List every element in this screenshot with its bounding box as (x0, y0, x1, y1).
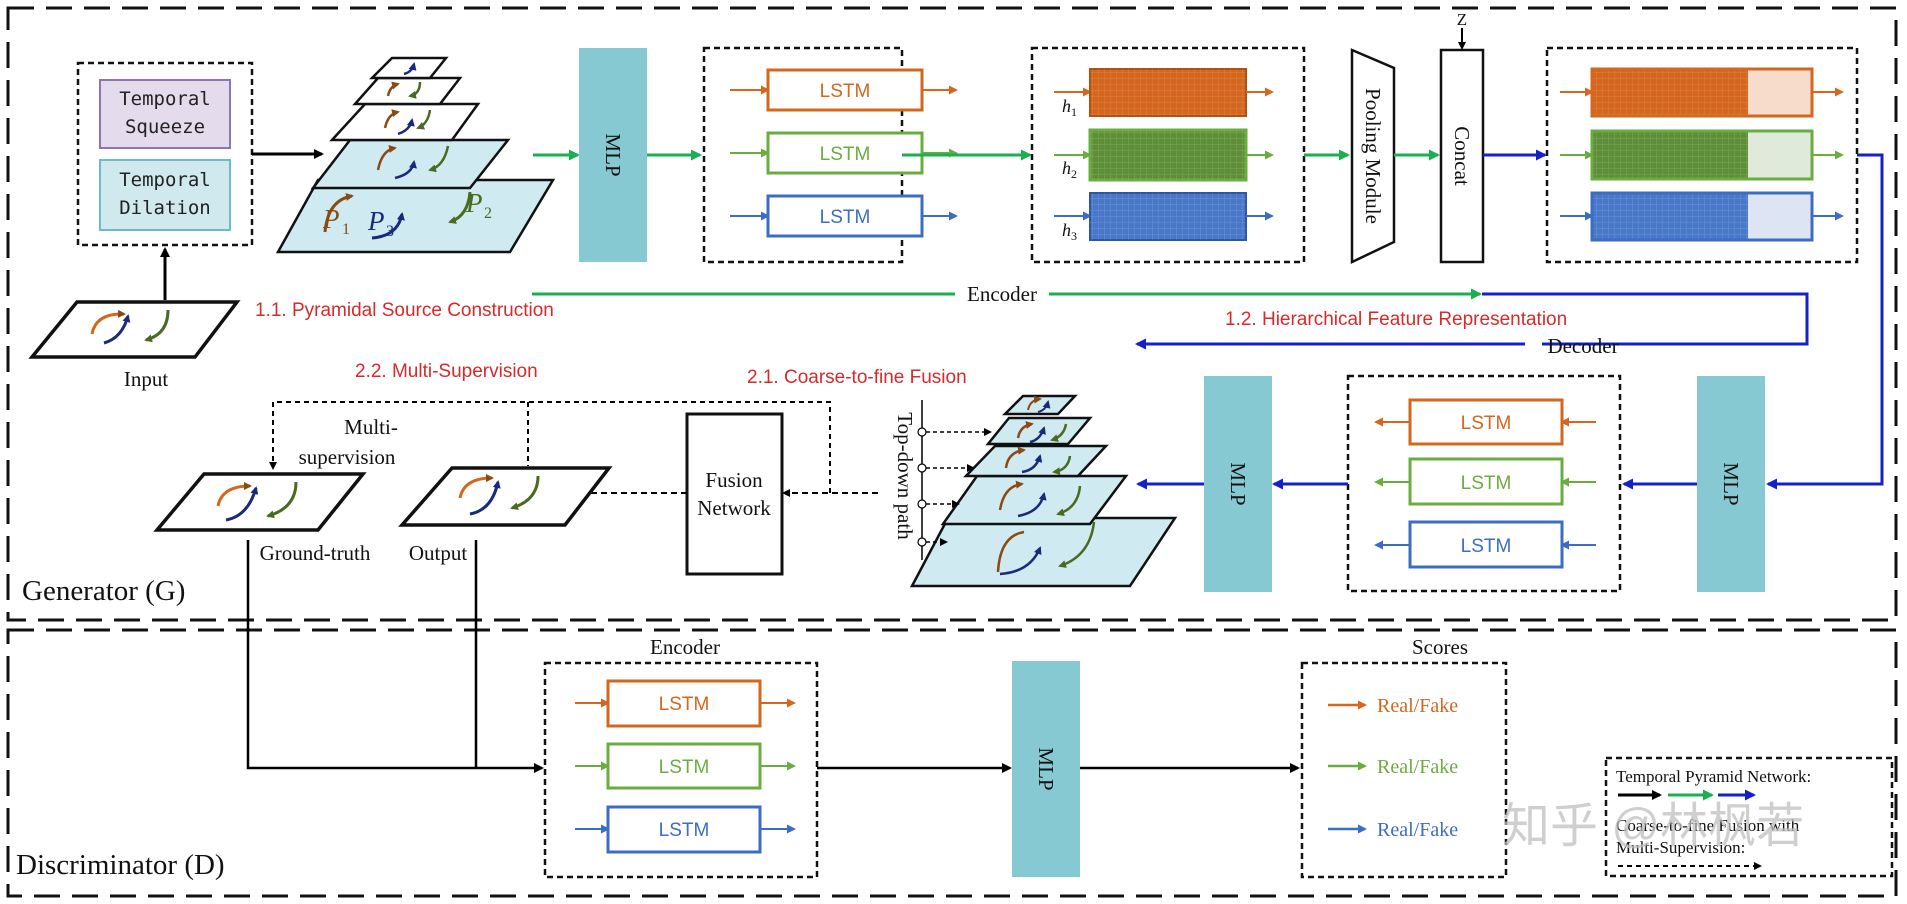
gt-trajectory-blue (225, 486, 259, 522)
discriminator-region (6, 628, 1898, 898)
disc-lstm-3-label: LSTM (659, 820, 710, 841)
generator-region (6, 6, 1898, 622)
temporal-squeeze-line1: Temporal (119, 88, 211, 110)
top-down-path (917, 400, 992, 560)
z-label: Z (1457, 10, 1467, 29)
scores-label: Scores (1412, 635, 1468, 659)
pyramid-source (275, 56, 556, 254)
p3-label: P (367, 206, 385, 236)
decoder-lstm-group (1346, 374, 1622, 593)
h2-sub: 2 (1071, 167, 1077, 181)
fusion-network-line2: Network (697, 496, 771, 520)
pooling-module-label: Pooling Module (1361, 88, 1385, 224)
multi-supervision-path (269, 401, 831, 493)
concat-box (1439, 48, 1485, 264)
encoder-lstm-1-label: LSTM (820, 81, 871, 102)
decoder-lstm-2-label: LSTM (1461, 473, 1512, 494)
fusion-network-box (685, 412, 784, 576)
pooling-module (1350, 48, 1396, 264)
encoder-mlp-label: MLP (601, 133, 625, 176)
decoder-lstm-rows (1374, 398, 1596, 569)
input-trajectory-orange (90, 309, 126, 335)
encoder-lstm-3-label: LSTM (820, 207, 871, 228)
section-2-2-label: 2.2. Multi-Supervision (355, 361, 538, 382)
temporal-dilation-box (99, 159, 231, 231)
scores-group (1300, 661, 1508, 879)
multi-supervision-line1: Multi- (344, 415, 398, 439)
top-down-path-label: Top-down path (893, 412, 917, 540)
decoder-mlp-left (1204, 376, 1272, 592)
concat-feature-group (1545, 46, 1859, 264)
legend-fusion2: Multi-Supervision: (1616, 838, 1745, 857)
input-trajectory-blue (103, 314, 131, 345)
gt-to-disc-path (246, 540, 544, 773)
input-trajectory-green (144, 309, 170, 343)
disc-lstm-rows (575, 679, 796, 854)
h1-sub: 1 (1071, 105, 1077, 119)
legend-tpn: Temporal Pyramid Network: (1616, 767, 1811, 786)
section-1-1-label: 1.1. Pyramidal Source Construction (255, 300, 554, 321)
p2-label: P (465, 188, 483, 218)
fusion-network-line1: Fusion (705, 468, 763, 492)
output-plane (398, 466, 613, 527)
score-3: Real/Fake (1377, 819, 1458, 841)
input-plane (28, 300, 241, 359)
concat-feature-bars (1560, 67, 1844, 242)
ground-truth-label: Ground-truth (260, 541, 371, 565)
hidden-state-group (1030, 46, 1306, 264)
disc-encoder-label: Encoder (650, 635, 720, 659)
encoder-label: Encoder (967, 282, 1037, 306)
temporal-dilation-line2: Dilation (119, 197, 211, 219)
encoder-mlp-box (579, 48, 647, 262)
output-pyramid (909, 394, 1178, 588)
output-label: Output (409, 541, 468, 565)
out-trajectory-orange (458, 474, 494, 499)
legend-box (1604, 756, 1894, 878)
multi-supervision-line2: supervision (299, 445, 396, 469)
section-2-1-label: 2.1. Coarse-to-fine Fusion (747, 367, 967, 388)
watermark: 知乎 @林枫若 (1502, 800, 1804, 853)
disc-lstm-2-label: LSTM (659, 757, 710, 778)
decoder-lstm-3-label: LSTM (1461, 536, 1512, 557)
encoder-lstm-2-label: LSTM (820, 144, 871, 165)
encoder-lstm-rows (730, 68, 958, 238)
decoder-mlp-left-label: MLP (1226, 462, 1250, 505)
gt-trajectory-orange (216, 482, 252, 507)
p3-sub: 3 (386, 223, 394, 240)
out-trajectory-blue (469, 480, 501, 516)
ground-truth-plane (153, 472, 367, 532)
disc-lstm-group (543, 661, 819, 879)
generator-label: Generator (G) (22, 575, 185, 607)
disc-mlp-box (1012, 661, 1080, 877)
score-2: Real/Fake (1377, 756, 1458, 778)
section-1-2-label: 1.2. Hierarchical Feature Representation (1225, 309, 1567, 330)
p1-label: P (322, 204, 340, 234)
temporal-squeeze-line2: Squeeze (125, 116, 205, 138)
hidden-state-bars (1054, 68, 1274, 241)
out-trajectory-green (510, 475, 540, 511)
h1-label: h (1062, 96, 1071, 116)
decoder-mlp-right (1697, 376, 1765, 592)
h2-label: h (1062, 158, 1071, 178)
disc-mlp-label: MLP (1034, 747, 1058, 790)
concat-to-decoder-path (1766, 153, 1884, 490)
legend-fusion: Coarse-to-fine Fusion with (1616, 816, 1800, 835)
decoder-lstm-1-label: LSTM (1461, 413, 1512, 434)
h3-sub: 3 (1071, 229, 1077, 243)
decoder-label: Decoder (1547, 334, 1618, 358)
disc-lstm-1-label: LSTM (659, 694, 710, 715)
discriminator-label: Discriminator (D) (16, 849, 225, 881)
decoder-path (1482, 292, 1809, 346)
concat-label: Concat (1450, 126, 1474, 186)
p2-sub: 2 (484, 205, 492, 222)
score-1: Real/Fake (1377, 695, 1458, 717)
decoder-mlp-right-label: MLP (1719, 462, 1743, 505)
temporal-dilation-line1: Temporal (119, 169, 211, 191)
p1-sub: 1 (342, 221, 350, 238)
temporal-squeeze-box (99, 79, 231, 149)
input-label: Input (124, 367, 168, 391)
h3-label: h (1062, 220, 1071, 240)
gt-trajectory-green (266, 481, 298, 519)
